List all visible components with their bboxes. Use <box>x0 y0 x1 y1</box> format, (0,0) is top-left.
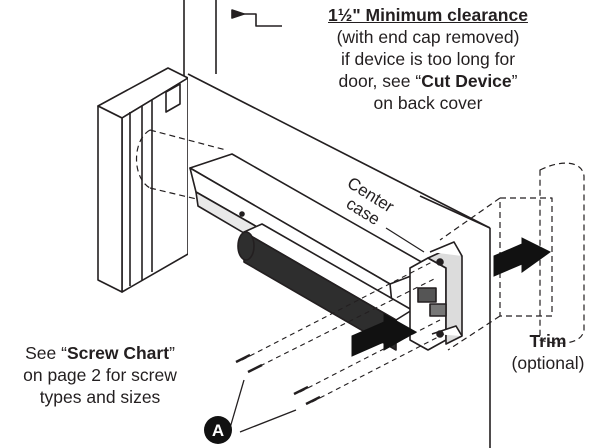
screw-note-line1: See “Screw Chart” <box>2 342 198 364</box>
clearance-line4: door, see “Cut Device” <box>268 70 588 92</box>
screws <box>235 353 321 406</box>
clearance-line4-pre: door, see “ <box>338 71 422 91</box>
callout-letter: A <box>212 421 224 440</box>
clearance-title: 1½" Minimum clearance <box>328 5 528 25</box>
screw-note-line3: types and sizes <box>39 387 161 407</box>
clearance-line3: if device is too long for <box>340 49 516 69</box>
callout-leader-lines <box>229 379 297 433</box>
left-push-arrow <box>351 313 418 357</box>
push-pad <box>237 223 413 351</box>
trim-label-optional: (optional) <box>511 353 585 373</box>
clearance-arrow <box>231 9 282 27</box>
trim-label-title: Trim <box>529 331 567 351</box>
screw-note-line1-post: ” <box>169 343 175 363</box>
clearance-line5: on back cover <box>373 93 483 113</box>
callout-badge: A <box>204 416 232 444</box>
center-case-leader <box>385 227 425 253</box>
clearance-note: 1½" Minimum clearance (with end cap remo… <box>268 4 588 114</box>
screw-chart-ref: Screw Chart <box>66 343 170 363</box>
push-direction-arrows <box>351 237 551 357</box>
trim-label: Trim (optional) <box>496 330 600 374</box>
screw-chart-note: See “Screw Chart” on page 2 for screw ty… <box>2 342 198 408</box>
screw-note-line2: on page 2 for screw <box>23 365 177 385</box>
screw-leader-lines <box>241 261 445 403</box>
door-frame <box>97 67 189 293</box>
clearance-line4-post: ” <box>511 71 518 91</box>
clearance-line2: (with end cap removed) <box>336 27 520 47</box>
screw-note-line1-pre: See “ <box>25 343 67 363</box>
right-push-arrow <box>493 237 551 277</box>
center-case-mechanism <box>409 241 463 351</box>
cut-device-ref: Cut Device <box>421 71 512 91</box>
center-case-label: Center case <box>343 173 398 229</box>
